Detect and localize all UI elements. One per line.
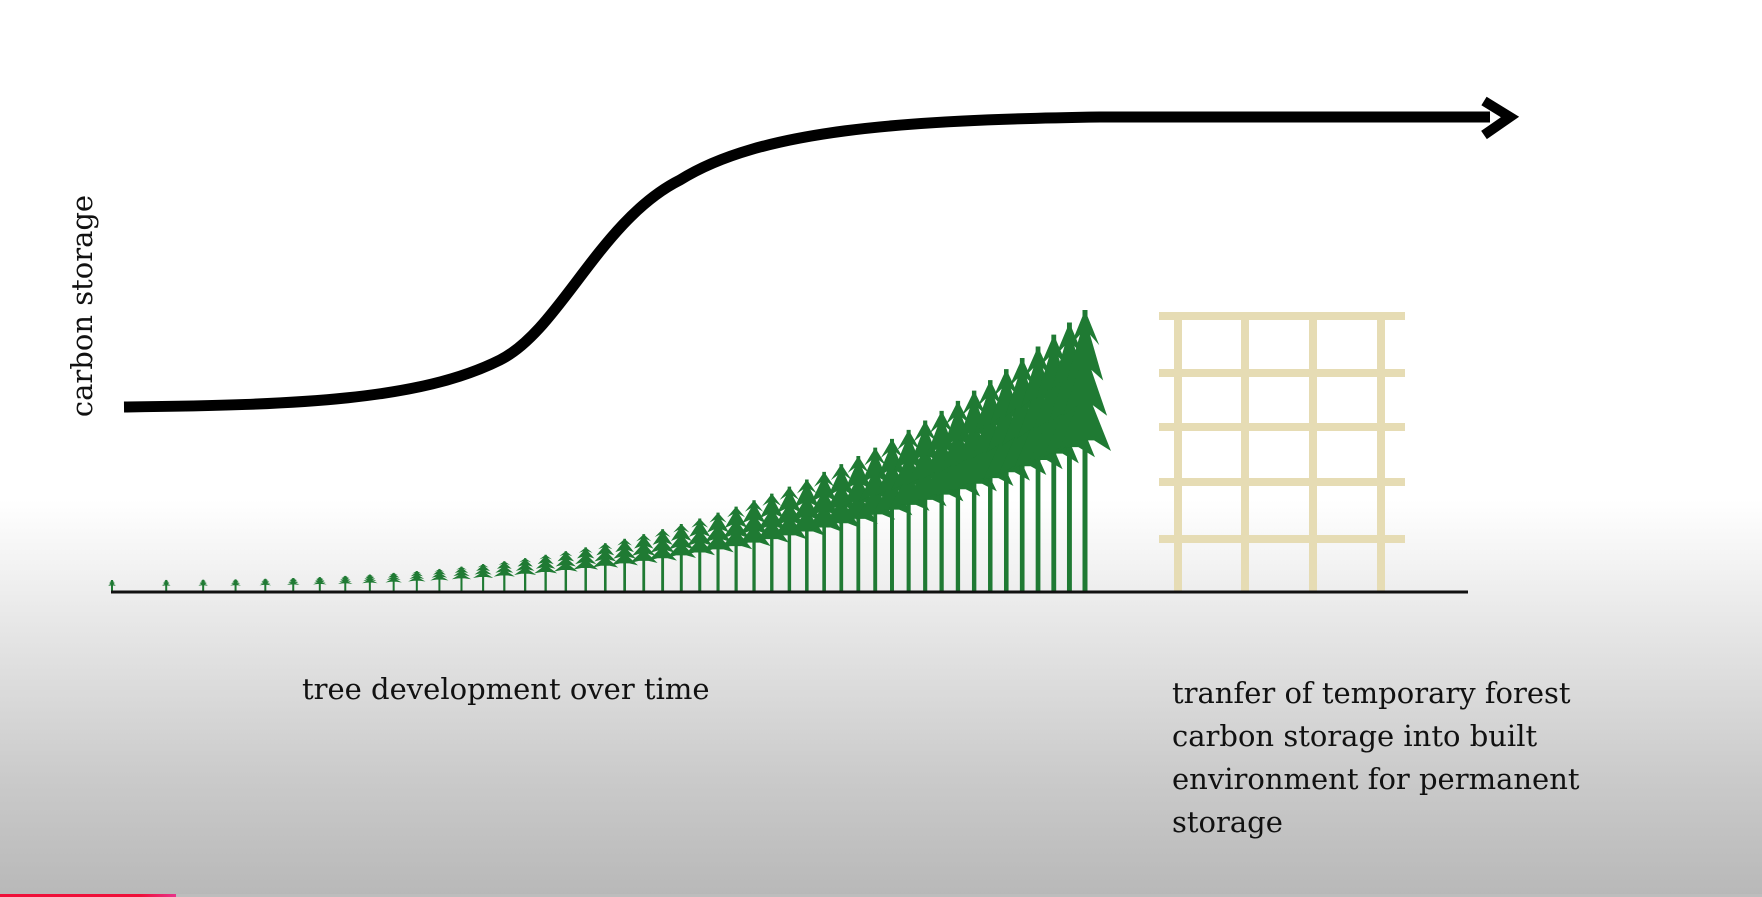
timber-post xyxy=(1309,313,1317,592)
video-progress-bar[interactable] xyxy=(0,894,1762,897)
tree xyxy=(887,429,930,592)
tree xyxy=(108,580,116,592)
timber-beam xyxy=(1159,369,1405,377)
carbon-storage-curve xyxy=(123,111,1490,413)
tree xyxy=(666,523,697,592)
tree xyxy=(337,575,353,592)
tree xyxy=(805,471,843,592)
tree xyxy=(998,357,1047,592)
timber-beam xyxy=(1159,423,1405,431)
timber-post xyxy=(1241,313,1249,592)
tree xyxy=(788,479,825,592)
y-axis-label: carbon storage xyxy=(65,194,99,418)
tree xyxy=(592,543,619,592)
timber-post xyxy=(1174,313,1182,592)
tree xyxy=(259,578,272,592)
tree xyxy=(1028,334,1079,592)
tree xyxy=(514,558,537,592)
tree xyxy=(1059,310,1111,592)
timber-post xyxy=(1377,313,1385,592)
tree xyxy=(919,410,964,592)
tree xyxy=(611,538,639,592)
tree xyxy=(702,512,734,592)
timber-beam xyxy=(1159,535,1405,543)
tree xyxy=(951,390,997,592)
timber-beam xyxy=(1159,478,1405,486)
tree xyxy=(935,400,981,592)
tree xyxy=(838,455,878,592)
tree xyxy=(903,420,947,592)
tree xyxy=(737,500,771,592)
tree xyxy=(855,447,896,592)
tree xyxy=(312,577,327,592)
tree xyxy=(230,579,241,592)
tree xyxy=(553,551,578,592)
tree xyxy=(684,518,715,592)
tree xyxy=(573,547,599,592)
tree xyxy=(408,571,426,592)
timber-frame xyxy=(1159,312,1405,592)
tree xyxy=(1013,346,1063,592)
tree xyxy=(534,554,558,592)
tree xyxy=(719,506,753,592)
tree xyxy=(385,572,402,592)
tree-row xyxy=(108,310,1111,592)
tree xyxy=(198,579,209,592)
tree xyxy=(871,438,913,592)
arrowhead-icon xyxy=(1481,96,1520,140)
timber-beam xyxy=(1159,312,1405,320)
tree xyxy=(754,493,789,592)
tree xyxy=(967,380,1014,592)
tree xyxy=(648,529,677,592)
tree xyxy=(430,568,449,592)
tree xyxy=(362,574,378,592)
tree xyxy=(629,534,658,592)
x-axis-label: tree development over time xyxy=(302,672,710,706)
tree xyxy=(451,566,472,592)
tree xyxy=(161,579,171,592)
tree xyxy=(493,561,515,592)
storage-transfer-note: tranfer of temporary forest carbon stora… xyxy=(1172,676,1580,839)
tree xyxy=(982,369,1030,592)
tree xyxy=(1043,322,1095,592)
tree xyxy=(771,486,807,592)
video-progress-fill xyxy=(0,894,177,897)
tree xyxy=(473,564,494,592)
tree xyxy=(286,578,300,592)
tree xyxy=(822,464,861,592)
